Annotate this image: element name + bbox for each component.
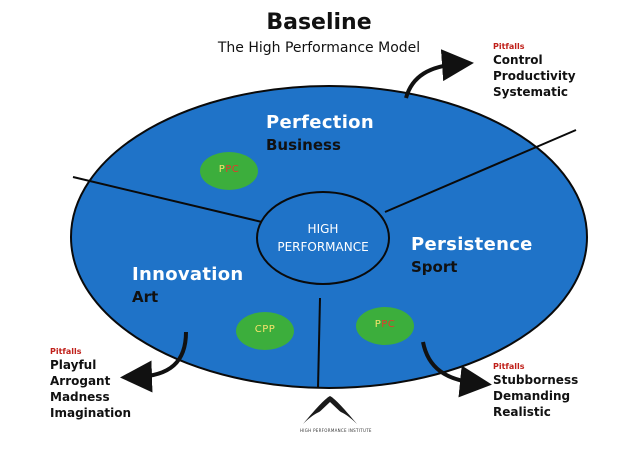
pitfalls-bottom-left: Pitfalls Playful Arrogant Madness Imagin… bbox=[50, 347, 131, 421]
segment-innovation: Innovation Art bbox=[132, 264, 244, 306]
badge-bottom-right-shape bbox=[356, 307, 414, 345]
pitfall-item: Systematic bbox=[493, 85, 569, 99]
segment-subtitle: Art bbox=[132, 288, 159, 306]
logo-mark bbox=[303, 396, 357, 424]
pitfalls-heading: Pitfalls bbox=[50, 347, 82, 356]
badge-rest: PC bbox=[225, 164, 240, 175]
pitfall-item: Productivity bbox=[493, 69, 576, 83]
badge-bottom-right: PPC bbox=[358, 319, 412, 330]
segment-title: Innovation bbox=[132, 264, 244, 285]
divider-upper-right bbox=[384, 129, 577, 213]
divider-left bbox=[72, 176, 263, 223]
badge-first-letter: P bbox=[218, 164, 226, 175]
badge-bottom-left-shape bbox=[236, 312, 294, 350]
segment-subtitle: Business bbox=[266, 136, 341, 154]
pitfalls-top-right: Pitfalls Control Productivity Systematic bbox=[493, 42, 576, 100]
center-line-1: HIGH bbox=[307, 222, 339, 236]
pitfall-item: Stubborness bbox=[493, 373, 579, 387]
page-subtitle: The High Performance Model bbox=[217, 40, 421, 56]
pitfall-item: Realistic bbox=[493, 405, 551, 419]
pitfalls-bottom-right: Pitfalls Stubborness Demanding Realistic bbox=[493, 362, 578, 420]
badge-top-shape bbox=[200, 152, 258, 190]
badge-bottom-left: CPP bbox=[238, 324, 292, 335]
divider-bottom bbox=[317, 297, 321, 389]
badge-top: PPC bbox=[202, 164, 256, 175]
pitfall-item: Madness bbox=[50, 390, 110, 404]
segment-subtitle: Sport bbox=[411, 258, 458, 276]
segment-title: Persistence bbox=[411, 234, 533, 255]
badge-rest: PC bbox=[381, 319, 396, 330]
pitfall-item: Arrogant bbox=[50, 374, 111, 388]
pitfall-item: Playful bbox=[50, 358, 97, 372]
pitfalls-heading: Pitfalls bbox=[493, 42, 525, 51]
logo-text: HIGH PERFORMANCE INSTITUTE bbox=[300, 428, 372, 433]
arrow-bottom-right bbox=[421, 341, 492, 398]
center-line-2: PERFORMANCE bbox=[277, 240, 369, 254]
arrow-top-right bbox=[404, 49, 474, 99]
pitfalls-heading: Pitfalls bbox=[493, 362, 525, 371]
badge-rest: PP bbox=[262, 324, 276, 335]
segment-persistence: Persistence Sport bbox=[411, 234, 533, 276]
center-circle bbox=[256, 191, 390, 285]
segment-title: Perfection bbox=[266, 112, 374, 133]
arrow-bottom-left bbox=[120, 331, 188, 393]
center-label: HIGH PERFORMANCE bbox=[257, 220, 389, 256]
page-title: Baseline bbox=[266, 10, 372, 35]
segment-perfection: Perfection Business bbox=[266, 112, 374, 154]
pitfall-item: Demanding bbox=[493, 389, 571, 403]
pitfall-item: Imagination bbox=[50, 406, 132, 420]
badge-first-letter: P bbox=[374, 319, 382, 330]
pitfall-item: Control bbox=[493, 53, 543, 67]
badge-first-letter: C bbox=[254, 324, 263, 335]
